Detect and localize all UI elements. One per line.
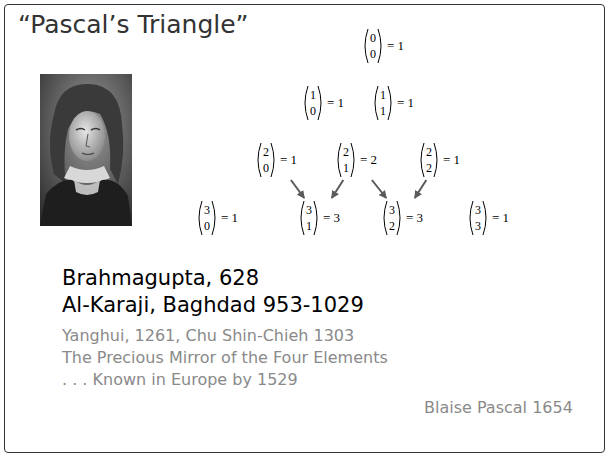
right-parenthesis	[313, 200, 320, 236]
binomial-entry: 33 = 1	[467, 200, 509, 236]
portrait-engraving	[40, 74, 132, 226]
right-parenthesis	[350, 142, 357, 178]
upper-index: 3	[389, 202, 395, 218]
lower-index: 0	[310, 103, 316, 119]
sum-arrow	[332, 180, 344, 198]
coefficient-value: = 1	[280, 152, 297, 168]
right-parenthesis	[396, 200, 403, 236]
sum-arrow	[415, 180, 427, 198]
left-parenthesis	[335, 142, 342, 178]
binomial-stack: 21	[342, 144, 350, 176]
coefficient-value: = 1	[397, 95, 414, 111]
right-parenthesis	[433, 142, 440, 178]
binomial-entry: 31 = 3	[298, 200, 340, 236]
binomial-stack: 33	[474, 202, 482, 234]
sum-arrow	[291, 180, 304, 198]
right-parenthesis	[377, 28, 384, 64]
right-parenthesis	[270, 142, 277, 178]
lower-index: 0	[263, 160, 269, 176]
binomial-stack: 32	[388, 202, 396, 234]
binomial-entry: 22 = 1	[418, 142, 460, 178]
upper-index: 3	[306, 202, 312, 218]
attribution: Blaise Pascal 1654	[424, 398, 573, 417]
slide-title: “Pascal’s Triangle”	[18, 10, 249, 39]
lower-index: 2	[389, 218, 395, 234]
lower-index: 0	[370, 46, 376, 62]
lower-index: 1	[343, 160, 349, 176]
coefficient-value: = 3	[406, 210, 423, 226]
history-note: Yanghui, 1261, Chu Shin-Chieh 1303	[62, 326, 354, 345]
lower-index: 2	[426, 160, 432, 176]
upper-index: 3	[204, 202, 210, 218]
sum-arrow	[372, 180, 386, 198]
history-note: . . . Known in Europe by 1529	[62, 370, 298, 389]
left-parenthesis	[418, 142, 425, 178]
left-parenthesis	[298, 200, 305, 236]
binomial-stack: 20	[262, 144, 270, 176]
history-entry: Brahmagupta, 628	[62, 266, 259, 290]
coefficient-value: = 1	[443, 152, 460, 168]
coefficient-value: = 2	[360, 152, 377, 168]
upper-index: 2	[263, 144, 269, 160]
right-parenthesis	[211, 200, 218, 236]
binomial-stack: 00	[369, 30, 377, 62]
history-entry: Al-Karaji, Baghdad 953-1029	[62, 293, 364, 317]
binomial-stack: 30	[203, 202, 211, 234]
binomial-entry: 10 = 1	[302, 85, 344, 121]
left-parenthesis	[467, 200, 474, 236]
binomial-stack: 22	[425, 144, 433, 176]
binomial-entry: 21 = 2	[335, 142, 377, 178]
left-parenthesis	[302, 85, 309, 121]
left-parenthesis	[372, 85, 379, 121]
lower-index: 0	[204, 218, 210, 234]
right-parenthesis	[482, 200, 489, 236]
upper-index: 1	[310, 87, 316, 103]
coefficient-value: = 1	[387, 38, 404, 54]
upper-index: 2	[426, 144, 432, 160]
binomial-entry: 11 = 1	[372, 85, 414, 121]
right-parenthesis	[317, 85, 324, 121]
lower-index: 3	[475, 218, 481, 234]
upper-index: 1	[380, 87, 386, 103]
upper-index: 2	[343, 144, 349, 160]
upper-index: 0	[370, 30, 376, 46]
binomial-entry: 00 = 1	[362, 28, 404, 64]
left-parenthesis	[196, 200, 203, 236]
binomial-entry: 32 = 3	[381, 200, 423, 236]
coefficient-value: = 3	[323, 210, 340, 226]
coefficient-value: = 1	[492, 210, 509, 226]
upper-index: 3	[475, 202, 481, 218]
right-parenthesis	[387, 85, 394, 121]
coefficient-value: = 1	[327, 95, 344, 111]
history-note: The Precious Mirror of the Four Elements	[62, 348, 388, 367]
binomial-stack: 10	[309, 87, 317, 119]
binomial-stack: 11	[379, 87, 387, 119]
left-parenthesis	[381, 200, 388, 236]
left-parenthesis	[362, 28, 369, 64]
binomial-entry: 20 = 1	[255, 142, 297, 178]
binomial-stack: 31	[305, 202, 313, 234]
coefficient-value: = 1	[221, 210, 238, 226]
left-parenthesis	[255, 142, 262, 178]
lower-index: 1	[306, 218, 312, 234]
lower-index: 1	[380, 103, 386, 119]
binomial-entry: 30 = 1	[196, 200, 238, 236]
